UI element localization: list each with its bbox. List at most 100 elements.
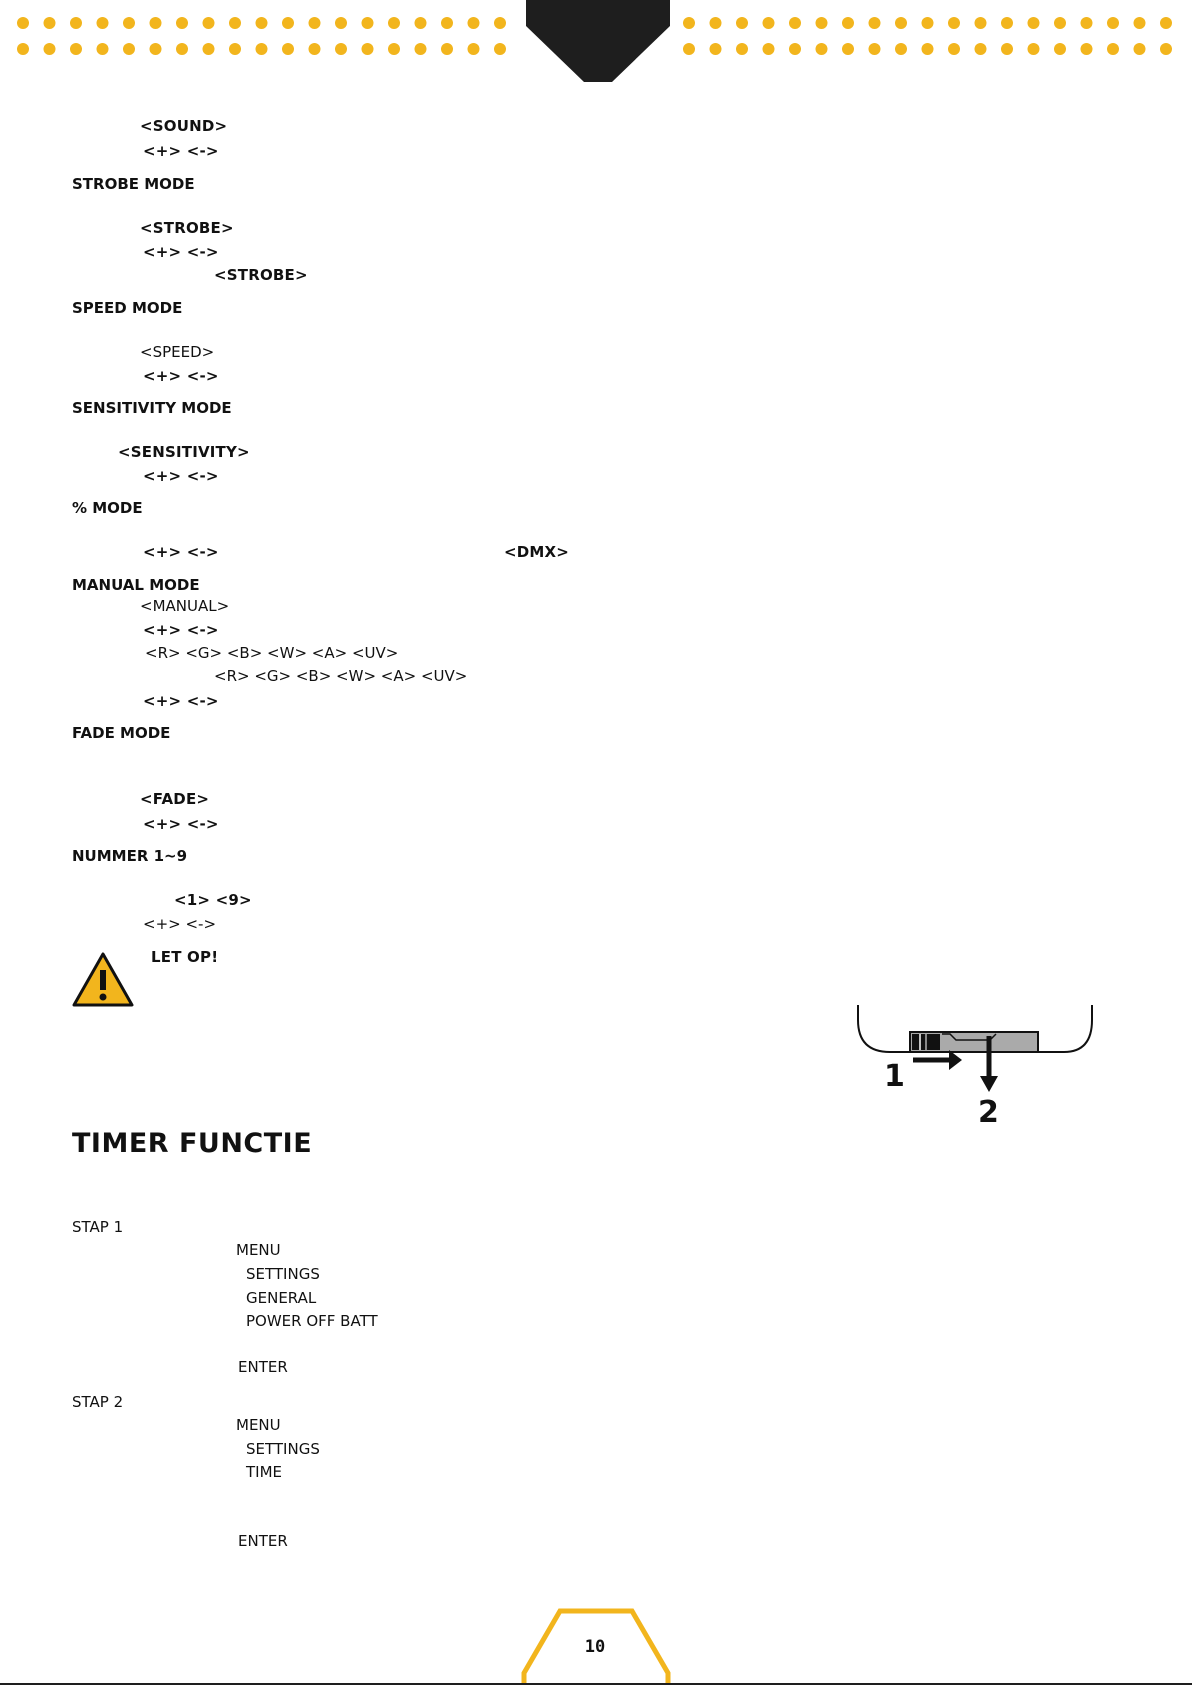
header-dot xyxy=(1133,43,1146,55)
header-dot xyxy=(43,17,56,29)
timer-heading: TIMER FUNCTIE xyxy=(72,1128,313,1159)
header-dot xyxy=(96,17,109,29)
header-dot xyxy=(974,17,987,29)
strobe-mode-heading: STROBE MODE xyxy=(72,175,195,193)
stap-1-power-off-batt: POWER OFF BATT xyxy=(246,1312,378,1330)
header-dot xyxy=(815,17,828,29)
header-dot xyxy=(467,43,480,55)
figure-label-1: 1 xyxy=(884,1059,905,1094)
header-dot xyxy=(1001,43,1013,55)
stap-1-general: GENERAL xyxy=(246,1289,317,1307)
warning-triangle-icon xyxy=(72,952,134,1007)
header-dot xyxy=(1054,43,1066,55)
fade-mode-heading: FADE MODE xyxy=(72,724,171,742)
warning-title: LET OP! xyxy=(151,948,219,966)
sensitivity-tag: <SENSITIVITY> xyxy=(118,443,250,461)
speed-mode-heading: SPEED MODE xyxy=(72,299,183,317)
header-dot xyxy=(414,17,427,29)
fade-plus-minus: <+> <-> xyxy=(143,815,219,833)
header-dot xyxy=(388,17,400,29)
header-dot xyxy=(736,43,748,55)
header-dot xyxy=(1080,43,1093,55)
header-dot xyxy=(709,43,722,55)
header-dot xyxy=(96,43,109,55)
header-dot xyxy=(1160,17,1172,29)
header-dot xyxy=(1027,17,1040,29)
nummer-heading: NUMMER 1~9 xyxy=(72,847,188,865)
header-dot xyxy=(1054,17,1066,29)
header-dot xyxy=(17,17,29,29)
header-dot xyxy=(1107,17,1119,29)
header-dot xyxy=(202,43,215,55)
sound-tag: <SOUND> xyxy=(140,117,228,135)
manual-plus-minus-2: <+> <-> xyxy=(143,692,219,710)
header-dot xyxy=(388,43,400,55)
header-dot xyxy=(789,17,801,29)
header-dot xyxy=(335,43,347,55)
header-dot xyxy=(1160,43,1172,55)
header-dot xyxy=(921,17,934,29)
stap-1-enter: ENTER xyxy=(238,1358,288,1376)
header-dot xyxy=(1027,43,1040,55)
header-dot xyxy=(683,17,695,29)
header-decoration xyxy=(17,0,1172,82)
header-dot xyxy=(921,43,934,55)
header-dot xyxy=(202,17,215,29)
header-dot xyxy=(1001,17,1013,29)
header-dot xyxy=(176,43,188,55)
header-dot xyxy=(123,43,135,55)
manual-tag: <MANUAL> xyxy=(140,597,230,615)
header-dot xyxy=(868,17,881,29)
nummer-plus-minus: <+> <-> xyxy=(143,915,217,933)
header-dot xyxy=(335,17,347,29)
header-dot xyxy=(441,17,453,29)
header-dot xyxy=(815,43,828,55)
stap-2-menu: MENU xyxy=(236,1416,281,1434)
header-dot xyxy=(414,43,427,55)
header-dot xyxy=(17,43,29,55)
sensitivity-plus-minus: <+> <-> xyxy=(143,467,219,485)
stap-2-settings: SETTINGS xyxy=(246,1440,320,1458)
header-dot xyxy=(895,43,907,55)
stap-2-label: STAP 2 xyxy=(72,1393,124,1411)
header-dot xyxy=(1080,17,1093,29)
header-dot xyxy=(974,43,987,55)
header-dot xyxy=(70,43,82,55)
header-dot xyxy=(255,17,268,29)
sound-plus-minus: <+> <-> xyxy=(143,142,219,160)
manual-channels: <R> <G> <B> <W> <A> <UV> xyxy=(145,644,399,662)
header-dot xyxy=(149,43,162,55)
strobe-tag: <STROBE> xyxy=(140,219,234,237)
stap-1-menu: MENU xyxy=(236,1241,281,1259)
header-dot xyxy=(762,17,775,29)
switch-figure: 1 2 xyxy=(857,1005,1093,1130)
header-dot xyxy=(441,43,453,55)
speed-plus-minus: <+> <-> xyxy=(143,367,219,385)
header-dot xyxy=(762,43,775,55)
stap-1-label: STAP 1 xyxy=(72,1218,124,1236)
page-number: 10 xyxy=(584,1637,606,1657)
header-dot xyxy=(789,43,801,55)
strobe-plus-minus: <+> <-> xyxy=(143,243,219,261)
header-dot xyxy=(282,17,294,29)
manual-plus-minus: <+> <-> xyxy=(143,621,219,639)
header-dot xyxy=(43,43,56,55)
header-dot xyxy=(709,17,722,29)
nummer-tags: <1> <9> xyxy=(174,891,252,909)
header-dot xyxy=(494,17,506,29)
fade-tag: <FADE> xyxy=(140,790,210,808)
stap-2-time: TIME xyxy=(246,1463,283,1481)
header-dot xyxy=(308,43,321,55)
stap-1-settings: SETTINGS xyxy=(246,1265,320,1283)
header-dot xyxy=(948,43,960,55)
header-dot xyxy=(868,43,881,55)
stap-2-enter: ENTER xyxy=(238,1532,288,1550)
strobe-tag-2: <STROBE> xyxy=(214,266,308,284)
header-dot xyxy=(1133,17,1146,29)
header-dot xyxy=(361,43,374,55)
header-dot xyxy=(229,43,241,55)
header-dot xyxy=(282,43,294,55)
header-dot xyxy=(229,17,241,29)
hexagon-badge-icon xyxy=(521,1608,671,1685)
header-dot xyxy=(842,43,854,55)
